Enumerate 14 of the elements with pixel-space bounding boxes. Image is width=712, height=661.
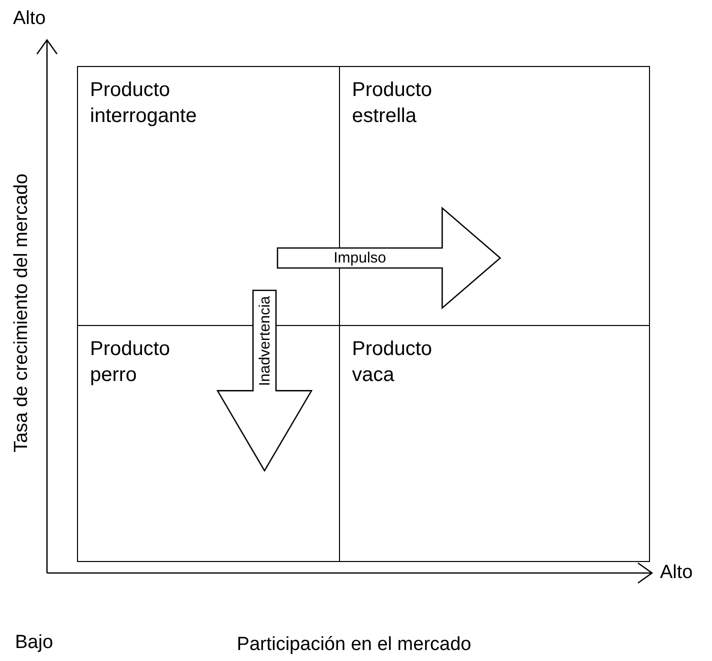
quadrant-label: Producto perro [90,337,170,388]
axis-end-label: Bajo [15,632,54,654]
quadrant-label: Producto estrella [352,78,432,129]
quadrant-label: Producto interrogante [90,78,197,129]
quadrant-label: Producto vaca [352,337,432,388]
edge-label: Impulso [334,250,386,266]
axis-title: Tasa de crecimiento del mercado [11,174,33,452]
block-arrow [276,206,502,310]
edge-label: Inadvertencia [256,295,273,386]
axis-end-label: Alto [13,8,46,30]
block-arrow [216,290,313,472]
axis-end-label: Alto [660,562,693,584]
quadrant-box [339,325,650,562]
axis-title: Participación en el mercado [236,634,472,656]
